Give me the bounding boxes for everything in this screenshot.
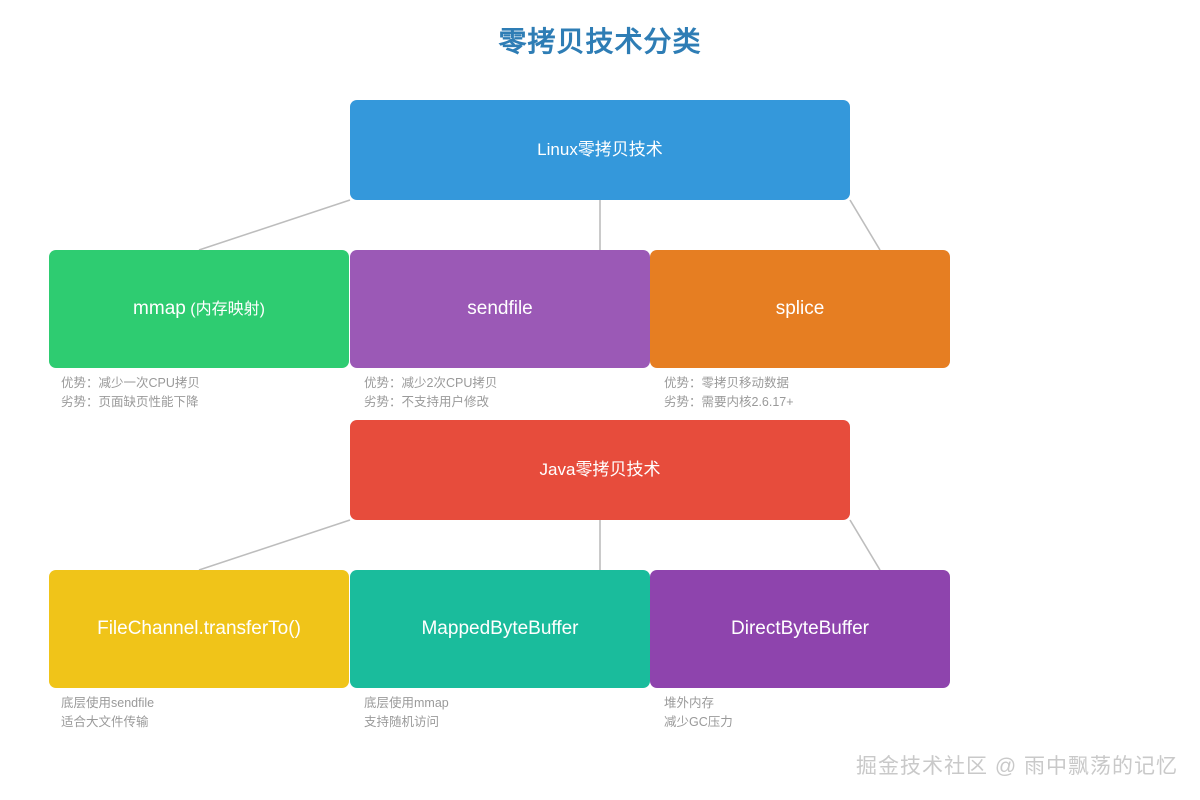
caption-mmap-line-1: 优势：减少一次CPU拷贝 — [61, 376, 200, 390]
caption-splice-line-1: 优势：零拷贝移动数据 — [664, 376, 790, 390]
node-filechannel-transferto[interactable]: FileChannel.transferTo() — [49, 570, 349, 688]
caption-splice: 优势：零拷贝移动数据 劣势：需要内核2.6.17+ — [664, 374, 794, 412]
caption-filechannel-transferto-line-1: 底层使用sendfile — [61, 696, 155, 710]
caption-filechannel-transferto-line-2: 适合大文件传输 — [61, 715, 149, 729]
node-mmap-label-sub: (内存映射) — [185, 300, 265, 318]
connector-java-filechannel — [198, 519, 351, 571]
caption-filechannel-transferto: 底层使用sendfile 适合大文件传输 — [61, 694, 154, 732]
node-linux-root[interactable]: Linux零拷贝技术 — [350, 100, 850, 200]
node-java-root[interactable]: Java零拷贝技术 — [350, 420, 850, 520]
node-mappedbytebuffer-label: MappedByteBuffer — [421, 617, 579, 639]
connector-java-directbytebuffer — [849, 519, 881, 571]
node-directbytebuffer-label: DirectByteBuffer — [731, 617, 869, 639]
caption-mappedbytebuffer-line-1: 底层使用mmap — [364, 696, 449, 710]
node-java-root-label: Java零拷贝技术 — [539, 459, 661, 479]
node-directbytebuffer[interactable]: DirectByteBuffer — [650, 570, 950, 688]
page-title: 零拷贝技术分类 — [498, 26, 702, 57]
caption-directbytebuffer-line-2: 减少GC压力 — [664, 715, 733, 729]
watermark: 掘金技术社区 @ 雨中飘荡的记忆 — [856, 755, 1178, 778]
node-linux-root-label: Linux零拷贝技术 — [537, 139, 663, 159]
node-sendfile-label: sendfile — [467, 297, 533, 319]
caption-directbytebuffer: 堆外内存 减少GC压力 — [664, 694, 733, 732]
connector-linux-mmap — [198, 199, 351, 251]
connector-linux-splice — [849, 199, 881, 251]
caption-mmap-line-2: 劣势：页面缺页性能下降 — [61, 395, 199, 409]
caption-sendfile: 优势：减少2次CPU拷贝 劣势：不支持用户修改 — [364, 374, 497, 412]
node-splice-label: splice — [775, 297, 825, 319]
node-mmap[interactable]: mmap (内存映射) — [49, 250, 349, 368]
caption-mappedbytebuffer-line-2: 支持随机访问 — [364, 715, 440, 729]
node-mappedbytebuffer[interactable]: MappedByteBuffer — [350, 570, 650, 688]
node-sendfile[interactable]: sendfile — [350, 250, 650, 368]
caption-mmap: 优势：减少一次CPU拷贝 劣势：页面缺页性能下降 — [61, 374, 200, 412]
caption-sendfile-line-1: 优势：减少2次CPU拷贝 — [364, 376, 498, 390]
caption-splice-line-2: 劣势：需要内核2.6.17+ — [664, 395, 794, 409]
node-mmap-label: mmap (内存映射) — [123, 297, 275, 322]
node-splice[interactable]: splice — [650, 250, 950, 368]
node-filechannel-transferto-label: FileChannel.transferTo() — [97, 617, 301, 639]
node-mmap-label-main: mmap — [133, 297, 186, 319]
caption-sendfile-line-2: 劣势：不支持用户修改 — [364, 395, 490, 409]
caption-directbytebuffer-line-1: 堆外内存 — [664, 696, 715, 710]
caption-mappedbytebuffer: 底层使用mmap 支持随机访问 — [364, 694, 449, 732]
